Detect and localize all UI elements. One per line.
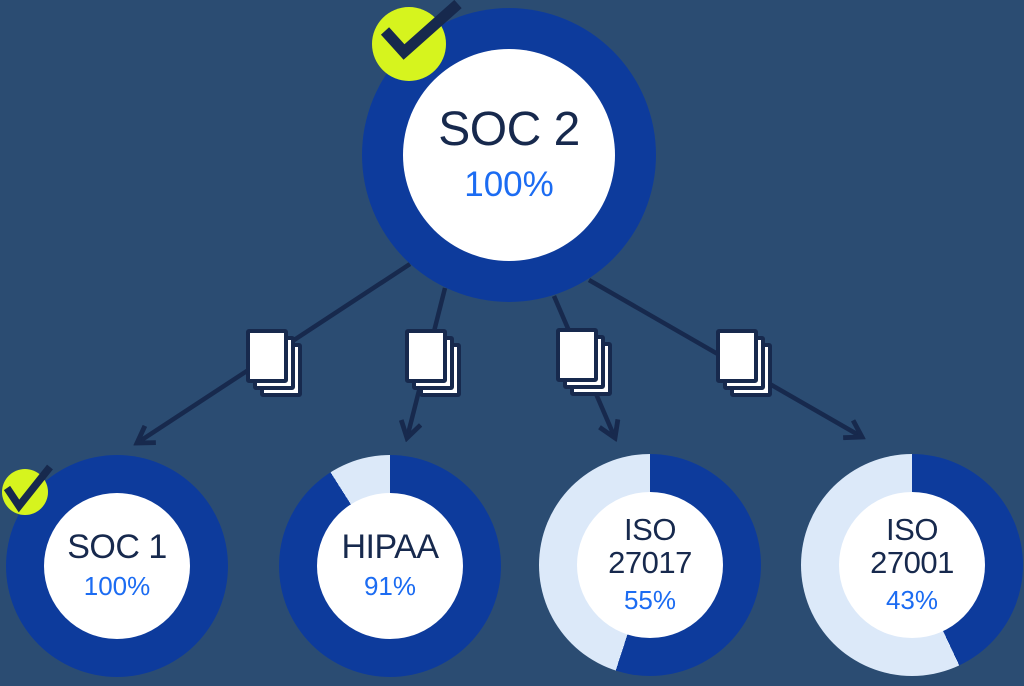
documents-icon	[246, 329, 302, 397]
document-page	[405, 329, 447, 383]
check-badge-soc1	[2, 464, 53, 515]
document-page	[556, 328, 598, 382]
document-page	[716, 329, 758, 383]
node-iso27017: ISO 27017 55%	[539, 454, 761, 676]
framework-label: ISO	[624, 512, 676, 548]
node-iso27001: ISO 27001 43%	[801, 454, 1023, 676]
node-soc2-body: SOC 2 100%	[403, 49, 615, 261]
completion-percentage: 91%	[363, 570, 417, 601]
framework-label-line2: 27017	[608, 545, 692, 580]
check-icon	[380, 0, 462, 60]
check-icon	[3, 464, 53, 513]
completion-percentage: 100%	[464, 165, 554, 205]
check-badge-soc2	[372, 0, 462, 81]
node-hipaa: HIPAA 91%	[279, 455, 501, 677]
node-hipaa-body: HIPAA 91%	[317, 493, 463, 639]
documents-icon	[405, 329, 461, 397]
framework-label: HIPAA	[341, 528, 439, 567]
framework-label: SOC 2	[438, 102, 580, 156]
node-iso27017-body: ISO 27017 55%	[577, 492, 723, 638]
node-iso27001-body: ISO 27001 43%	[839, 492, 985, 638]
node-soc1-body: SOC 1 100%	[44, 493, 190, 639]
documents-icon	[556, 328, 612, 396]
framework-label: SOC 1	[67, 528, 167, 567]
document-page	[246, 329, 288, 383]
completion-percentage: 100%	[83, 570, 151, 601]
framework-label: ISO	[886, 512, 938, 548]
completion-percentage: 43%	[885, 584, 939, 615]
framework-label-line2: 27001	[870, 545, 954, 580]
completion-percentage: 55%	[623, 584, 677, 615]
documents-icon	[716, 329, 772, 397]
